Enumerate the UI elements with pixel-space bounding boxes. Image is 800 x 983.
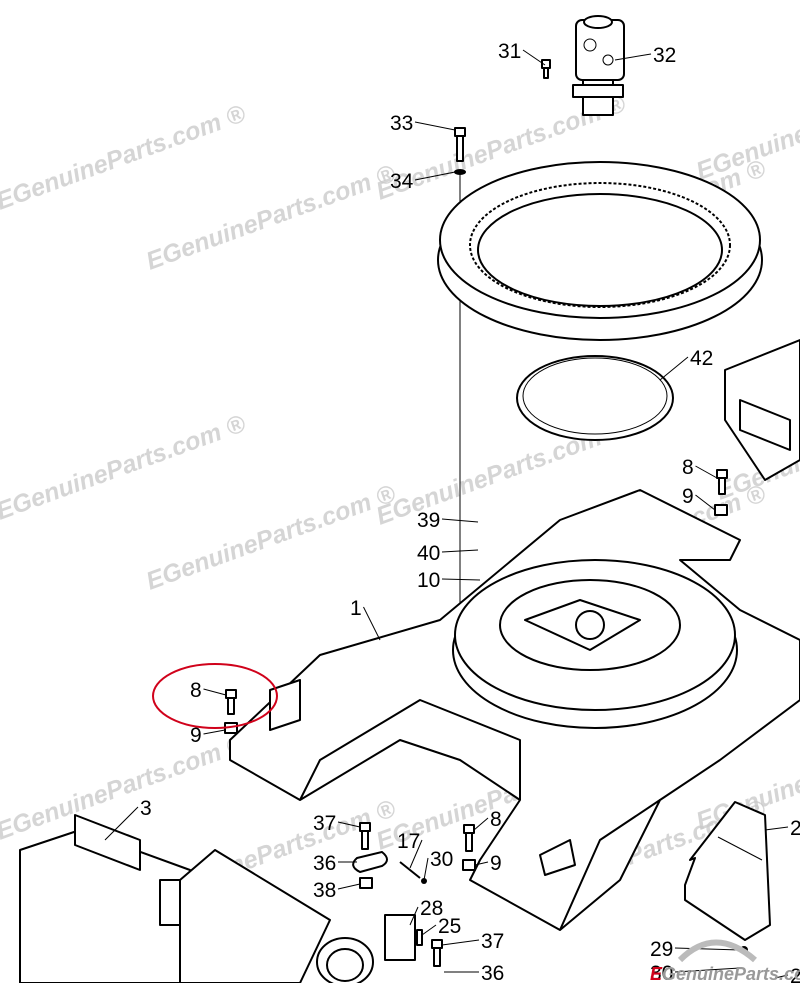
leader-line <box>441 939 480 946</box>
leader-line <box>441 549 479 553</box>
leader-line <box>409 906 419 926</box>
bolt-part <box>541 59 551 79</box>
callout-label: 28 <box>420 897 443 920</box>
callout-label: 3 <box>140 797 152 820</box>
callout-label: 29 <box>650 938 673 961</box>
svg-text:EGenuineParts.com: EGenuineParts.com <box>650 964 800 983</box>
watermark-text: EGenuineParts.com ® <box>692 69 800 185</box>
leader-line <box>764 826 789 831</box>
callout-label: 38 <box>313 879 336 902</box>
callout-label: 42 <box>690 347 713 370</box>
callout-label: 31 <box>498 40 521 63</box>
cover-plate-part <box>684 801 771 941</box>
callout-label: 25 <box>438 915 461 938</box>
leader-line <box>104 806 139 841</box>
callout-label: 36 <box>481 962 504 983</box>
highlight-circle <box>152 663 278 729</box>
callout-label: 9 <box>682 485 694 508</box>
callout-label: 32 <box>653 44 676 67</box>
swivel-joint-part <box>572 15 625 116</box>
leader-line <box>674 967 741 973</box>
callout-label: 9 <box>190 724 202 747</box>
leader-line <box>441 578 481 581</box>
final-drive-part <box>316 914 416 983</box>
track-frame-right-part <box>724 339 800 481</box>
leader-line <box>614 53 652 61</box>
leader-line <box>674 947 741 951</box>
callout-label: 37 <box>313 812 336 835</box>
leader-line <box>414 171 456 181</box>
leader-line <box>659 356 689 381</box>
leader-line <box>473 817 489 831</box>
callout-label: 17 <box>397 830 420 853</box>
callout-label: 8 <box>682 456 694 479</box>
leader-line <box>409 839 423 869</box>
leader-line <box>414 121 456 131</box>
turntable-part <box>452 559 738 729</box>
leader-line <box>774 974 789 979</box>
callout-label: 9 <box>490 852 502 875</box>
leader-line <box>363 606 381 641</box>
callout-label: 33 <box>390 112 413 135</box>
leader-line <box>203 729 226 735</box>
callout-label: 8 <box>490 808 502 831</box>
leader-line <box>423 857 429 881</box>
callout-label: 1 <box>350 597 362 620</box>
callout-label: 37 <box>481 930 504 953</box>
callout-label: 39 <box>417 509 440 532</box>
callout-label: 40 <box>417 542 440 565</box>
leader-line <box>695 494 716 511</box>
track-frame-left-part <box>19 814 331 983</box>
leader-line <box>474 861 489 866</box>
watermark-text: EGenuineParts.com ® <box>0 99 250 215</box>
callout-label: 2 <box>790 965 800 983</box>
leader-line <box>421 924 437 936</box>
callout-label: 8 <box>190 679 202 702</box>
leader-lines <box>104 49 789 979</box>
seal-ring-part <box>516 355 674 441</box>
callout-label: 2 <box>790 817 800 840</box>
leader-line <box>522 49 546 66</box>
callout-label: 36 <box>313 852 336 875</box>
leader-line <box>337 883 361 890</box>
callout-label: 30 <box>430 848 453 871</box>
callout-label: 34 <box>390 170 414 193</box>
callout-label: 10 <box>417 569 440 592</box>
leader-line <box>337 821 361 828</box>
leader-line <box>203 688 227 696</box>
site-logo: EGenuineParts.com <box>650 939 800 983</box>
watermark-text: EGenuineParts.com ® <box>142 159 399 275</box>
bolt-part <box>454 127 466 175</box>
watermark-text: EGenuineParts.com ® <box>0 729 250 845</box>
callout-label: 30 <box>650 962 673 983</box>
watermark-text: EGenuineParts.com ® <box>0 409 250 525</box>
leader-line <box>695 465 718 479</box>
slewing-ring-part <box>437 161 763 341</box>
watermark-text: EGenuineParts.com ® <box>142 479 399 595</box>
leader-line <box>441 518 479 523</box>
